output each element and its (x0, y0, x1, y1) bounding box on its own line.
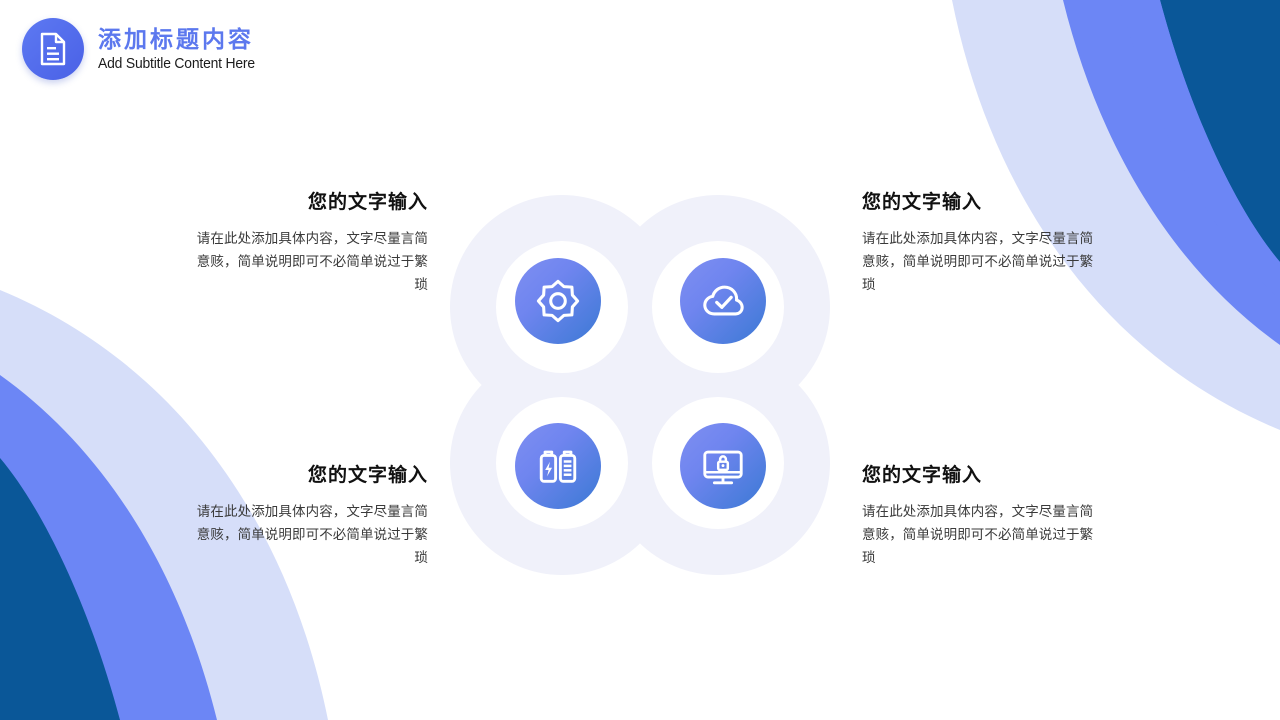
battery-charging-icon (539, 450, 577, 483)
node-icon-monitor-lock[interactable] (680, 423, 766, 509)
header-text-group: 添加标题内容 Add Subtitle Content Here (98, 26, 261, 74)
text-block-title: 您的文字输入 (862, 192, 983, 213)
text-block-bottom-left: 您的文字输入 请在此处添加具体内容，文字尽量言简意赅，简单说明即可不必简单说过于… (188, 464, 428, 569)
text-block-body: 请在此处添加具体内容，文字尽量言简意赅，简单说明即可不必简单说过于繁琐 (862, 503, 1094, 566)
page-title: 添加标题内容 (98, 25, 254, 52)
four-node-cluster-graphic (450, 195, 830, 575)
text-block-title: 您的文字输入 (307, 192, 428, 213)
cluster-rings (450, 195, 830, 575)
text-block-body: 请在此处添加具体内容，文字尽量言简意赅，简单说明即可不必简单说过于繁琐 (196, 230, 428, 293)
document-icon (40, 32, 66, 66)
text-block-title: 您的文字输入 (862, 465, 983, 486)
logo-badge (22, 18, 84, 80)
text-block-bottom-right: 您的文字输入 请在此处添加具体内容，文字尽量言简意赅，简单说明即可不必简单说过于… (862, 464, 1102, 569)
brightness-gear-icon (536, 279, 580, 323)
slide-header: 添加标题内容 Add Subtitle Content Here (22, 18, 261, 80)
text-block-title: 您的文字输入 (307, 465, 428, 486)
page-subtitle: Add Subtitle Content Here (98, 56, 255, 73)
text-block-body: 请在此处添加具体内容，文字尽量言简意赅，简单说明即可不必简单说过于繁琐 (196, 503, 428, 566)
text-block-top-right: 您的文字输入 请在此处添加具体内容，文字尽量言简意赅，简单说明即可不必简单说过于… (862, 191, 1102, 296)
monitor-lock-icon (703, 450, 743, 485)
cloud-check-icon (703, 285, 744, 316)
node-icon-brightness-gear[interactable] (515, 258, 601, 344)
text-block-body: 请在此处添加具体内容，文字尽量言简意赅，简单说明即可不必简单说过于繁琐 (862, 230, 1094, 293)
node-icon-battery-charging[interactable] (515, 423, 601, 509)
node-icon-cloud-check[interactable] (680, 258, 766, 344)
text-block-top-left: 您的文字输入 请在此处添加具体内容，文字尽量言简意赅，简单说明即可不必简单说过于… (188, 191, 428, 296)
